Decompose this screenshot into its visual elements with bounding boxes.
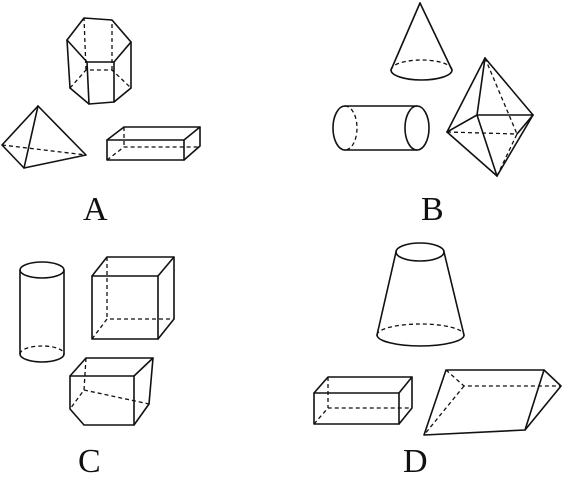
- option-a-group: [1, 17, 201, 169]
- option-c-group: [19, 256, 175, 426]
- cube: [91, 256, 175, 340]
- hexagonal-prism: [66, 17, 132, 105]
- cylinder-c: [19, 261, 65, 363]
- frustum: [376, 242, 465, 347]
- cone: [390, 2, 453, 81]
- trapezoidal-prism: [69, 357, 154, 426]
- option-c-label: C: [78, 443, 101, 480]
- rectangular-prism-a: [106, 126, 201, 161]
- option-d-label: D: [403, 443, 428, 480]
- slanted-prism: [423, 369, 562, 436]
- option-b-label: B: [421, 191, 444, 228]
- cylinder-b: [332, 105, 430, 151]
- option-a-label: A: [83, 191, 108, 228]
- rectangular-prism-d: [313, 376, 413, 425]
- triangular-pyramid: [1, 105, 87, 169]
- octahedron: [446, 57, 534, 177]
- option-b-group: [332, 2, 534, 177]
- option-d-group: [313, 242, 562, 436]
